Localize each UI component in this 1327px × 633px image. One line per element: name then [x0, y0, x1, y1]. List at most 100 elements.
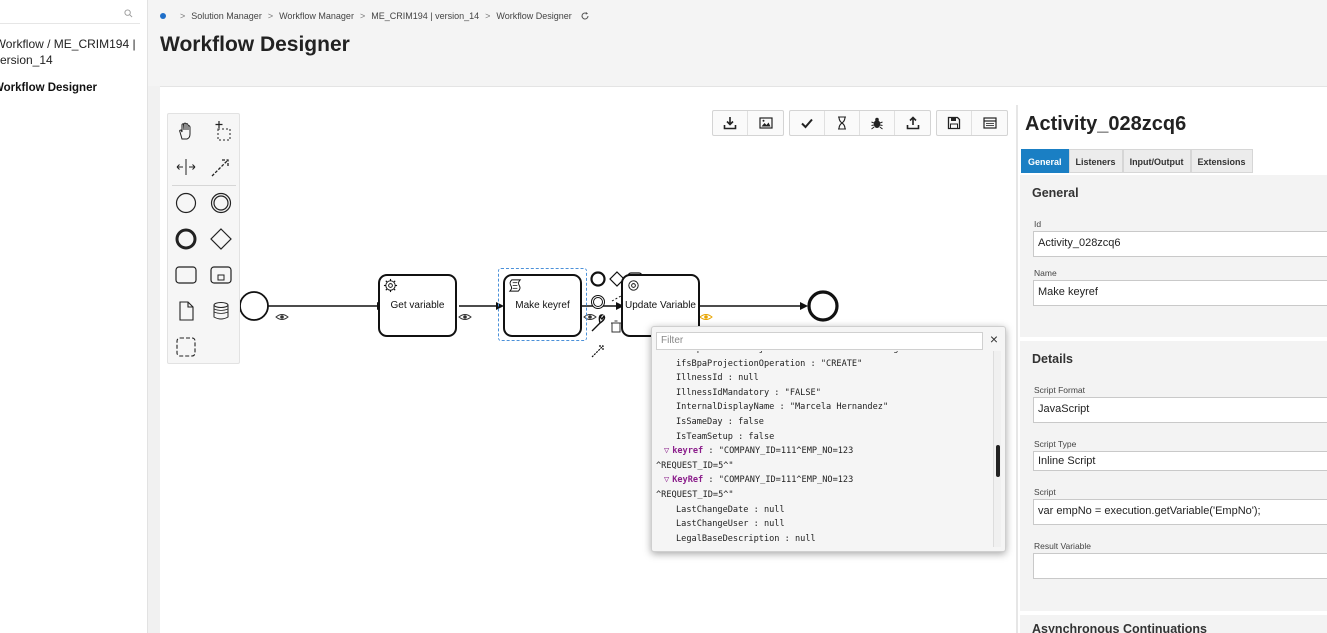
script-format-field[interactable]: JavaScript [1033, 397, 1327, 423]
element-title: Activity_028zcq6 [1025, 113, 1187, 135]
script-type-select[interactable]: Inline Script [1033, 451, 1327, 471]
append-gateway-icon[interactable] [609, 271, 625, 287]
properties-panel: Activity_028zcq6 General Listeners Input… [1016, 105, 1327, 633]
variable-tree-row[interactable]: IsSameDay : false [676, 415, 764, 429]
diagram-canvas[interactable]: Get variable Make keyref Update Variable [160, 105, 1016, 633]
eye-icon[interactable] [583, 314, 597, 320]
variable-tree-row[interactable]: ^REQUEST_ID=5^" [656, 488, 734, 502]
variable-value: IfsBpaCurrentProjectionName : "AbsenceMa… [676, 351, 961, 354]
properties-tabs: General Listeners Input/Output Extension… [1021, 149, 1253, 173]
data-store-tool-icon[interactable] [206, 296, 236, 326]
variable-tree-row[interactable]: ifsBpaProjectionOperation : "CREATE" [676, 357, 862, 371]
start-event-tool-icon[interactable] [171, 188, 201, 218]
eye-icon[interactable] [275, 314, 289, 320]
search-icon[interactable] [124, 9, 133, 18]
variable-tree-row[interactable]: ^REQUEST_ID=5^" [656, 459, 734, 473]
toolbar-group-tools [789, 110, 931, 136]
wrench-icon[interactable] [591, 314, 606, 332]
variable-value: : "COMPANY_ID=111^EMP_NO=123 [703, 446, 854, 457]
details-section: Details Script Format JavaScript Script … [1020, 341, 1327, 611]
variable-tree-row[interactable]: LastChangeDate : null [676, 503, 785, 517]
eye-icon[interactable] [458, 314, 472, 320]
scrollbar[interactable] [993, 351, 1001, 547]
page-header: > Solution Manager > Workflow Manager > … [148, 0, 1327, 86]
upload-icon[interactable] [895, 111, 930, 135]
image-icon[interactable] [748, 111, 783, 135]
nav-search-input[interactable] [0, 8, 140, 24]
tab-general[interactable]: General [1021, 149, 1069, 173]
task-tool-icon[interactable] [171, 260, 201, 290]
breadcrumb-item[interactable]: Workflow Manager [279, 11, 354, 21]
download-icon[interactable] [713, 111, 748, 135]
nav-item-workflow-designer[interactable]: Workflow Designer [0, 82, 97, 94]
variable-tree-row[interactable]: ▽KeyRef : "COMPANY_ID=111^EMP_NO=123 [664, 473, 853, 487]
variable-tree-row[interactable]: IllnessId : null [676, 371, 759, 385]
append-end-event-icon[interactable] [590, 271, 606, 287]
script-icon [508, 279, 522, 292]
variable-tree-row[interactable]: LastChangeUser : null [676, 517, 785, 531]
group-tool-icon[interactable] [171, 332, 201, 362]
breadcrumb-item[interactable]: Solution Manager [191, 11, 262, 21]
lasso-tool-icon[interactable] [206, 116, 236, 146]
task-get-variable[interactable]: Get variable [378, 274, 457, 337]
result-variable-field[interactable] [1033, 553, 1327, 579]
toolbar-group-save [936, 110, 1008, 136]
home-icon[interactable] [160, 13, 166, 19]
details-heading: Details [1032, 352, 1073, 366]
tab-input-output[interactable]: Input/Output [1122, 149, 1191, 173]
expand-triangle-icon[interactable]: ▽ [664, 475, 670, 486]
append-intermediate-event-inner [593, 297, 603, 307]
variable-key: KeyRef [672, 475, 704, 486]
properties-panel-toggle-icon[interactable] [972, 111, 1007, 135]
task-label: Get variable [390, 300, 445, 311]
bug-icon[interactable] [860, 111, 895, 135]
close-icon[interactable]: × [989, 331, 999, 347]
nav-breadcrumb-title[interactable]: / Workflow / ME_CRIM194 | version_14 [0, 37, 136, 67]
variable-value: IllnessIdMandatory : "FALSE" [676, 387, 821, 398]
data-object-tool-icon[interactable] [171, 296, 201, 326]
refresh-icon[interactable] [580, 11, 590, 21]
hourglass-icon[interactable] [825, 111, 860, 135]
variable-value: LastChangeDate : null [676, 504, 785, 515]
save-icon[interactable] [937, 111, 972, 135]
task-make-keyref[interactable]: Make keyref [503, 274, 582, 337]
end-event-tool-icon[interactable] [171, 224, 201, 254]
variable-value: InternalDisplayName : "Marcela Hernandez… [676, 402, 889, 413]
tab-extensions[interactable]: Extensions [1190, 149, 1253, 173]
variable-tree-row[interactable]: ▽keyref : "COMPANY_ID=111^EMP_NO=123 [664, 444, 853, 458]
breadcrumb-separator: > [485, 11, 491, 21]
expand-triangle-icon[interactable]: ▽ [664, 446, 670, 457]
variable-tree-row[interactable]: LegalBaseDescription : null [676, 532, 816, 546]
connect-tool-icon[interactable] [591, 345, 604, 358]
gateway-tool-icon[interactable] [206, 224, 236, 254]
global-connect-tool-icon[interactable] [206, 152, 236, 182]
selection-outline [498, 268, 587, 341]
start-event[interactable] [239, 291, 269, 321]
variable-tree-row[interactable]: IsTeamSetup : false [676, 430, 774, 444]
validate-check-icon[interactable] [790, 111, 825, 135]
tab-listeners[interactable]: Listeners [1068, 149, 1123, 173]
id-field[interactable]: Activity_028zcq6 [1033, 231, 1327, 257]
variable-tree-row[interactable]: InternalDisplayName : "Marcela Hernandez… [676, 400, 888, 414]
script-field[interactable]: var empNo = execution.getVariable('EmpNo… [1033, 499, 1327, 525]
filter-input[interactable]: Filter [656, 332, 983, 350]
space-tool-icon[interactable] [171, 152, 201, 182]
subprocess-tool-icon[interactable] [206, 260, 236, 290]
scrollbar-thumb[interactable] [996, 445, 1000, 477]
variable-value: IsSameDay : false [676, 417, 764, 427]
breadcrumb-separator: > [359, 11, 366, 21]
breadcrumb-item[interactable]: ME_CRIM194 | version_14 [371, 11, 480, 21]
intermediate-event-tool-icon[interactable] [206, 188, 236, 218]
name-field[interactable]: Make keyref [1033, 280, 1327, 306]
left-navigation: / Workflow / ME_CRIM194 | version_14 Wor… [0, 0, 148, 633]
variable-tree-row[interactable]: IfsBpaCurrentProjectionName : "AbsenceMa… [676, 351, 961, 356]
variable-inspector-popup[interactable]: Filter × IfsBpaCurrentProjectionName : "… [651, 326, 1006, 552]
variable-tree-row[interactable]: IllnessIdMandatory : "FALSE" [676, 386, 821, 400]
eye-icon[interactable] [699, 314, 713, 320]
trash-icon[interactable] [611, 320, 621, 333]
script-type-label: Script Type [1034, 439, 1077, 449]
script-format-label: Script Format [1034, 385, 1086, 395]
end-event[interactable] [807, 290, 839, 322]
hand-tool-icon[interactable] [171, 116, 201, 146]
result-variable-label: Result Variable [1034, 541, 1092, 551]
